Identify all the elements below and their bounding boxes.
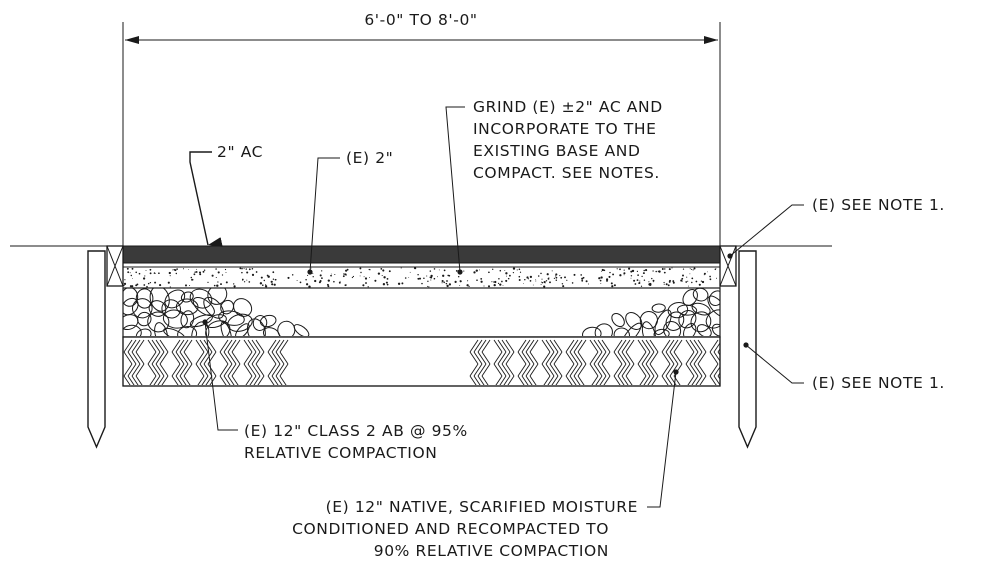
native-note-line-1: (E) 12" NATIVE, SCARIFIED MOISTURE xyxy=(326,498,638,516)
curb-right xyxy=(719,245,757,449)
ac-layer xyxy=(122,245,721,264)
leader-curb-bottom xyxy=(743,342,804,384)
leader-ac-new xyxy=(189,151,223,247)
leader-base xyxy=(202,319,238,431)
stake-right xyxy=(738,250,757,449)
dimension-label: 6'-0" TO 8'-0" xyxy=(364,11,477,29)
label-curb-bottom: (E) SEE NOTE 1. xyxy=(812,374,945,392)
native-note-line-2: CONDITIONED AND RECOMPACTED TO xyxy=(292,520,609,538)
grind-note-line-3: EXISTING BASE AND xyxy=(473,142,641,160)
grind-note-line-4: COMPACT. SEE NOTES. xyxy=(473,164,660,182)
native-hatch-pattern xyxy=(123,339,720,385)
leaders xyxy=(189,106,804,508)
native-note-line-3: 90% RELATIVE COMPACTION xyxy=(374,542,609,560)
curb-left xyxy=(87,245,124,449)
leader-ac-existing xyxy=(307,157,340,275)
ac-seam xyxy=(122,262,721,268)
base-note-line-1: (E) 12" CLASS 2 AB @ 95% xyxy=(244,422,468,440)
stake-left xyxy=(87,250,106,449)
label-ac-new: 2" AC xyxy=(217,143,263,161)
grind-note-line-1: GRIND (E) ±2" AC AND xyxy=(473,98,663,116)
leader-native xyxy=(647,369,679,508)
base-note-line-2: RELATIVE COMPACTION xyxy=(244,444,437,462)
existing-ac-layer xyxy=(122,266,721,289)
grind-note-line-2: INCORPORATE TO THE xyxy=(473,120,657,138)
native-layer xyxy=(122,336,721,387)
speckle-pattern xyxy=(123,266,717,288)
pavement-layers xyxy=(122,245,721,387)
leader-curb-top xyxy=(727,204,804,259)
label-curb-top: (E) SEE NOTE 1. xyxy=(812,196,945,214)
label-ac-existing: (E) 2" xyxy=(346,149,393,167)
aggregate-pattern xyxy=(123,288,720,336)
leader-grind-note xyxy=(445,106,465,275)
dimension: 6'-0" TO 8'-0" xyxy=(122,11,721,246)
